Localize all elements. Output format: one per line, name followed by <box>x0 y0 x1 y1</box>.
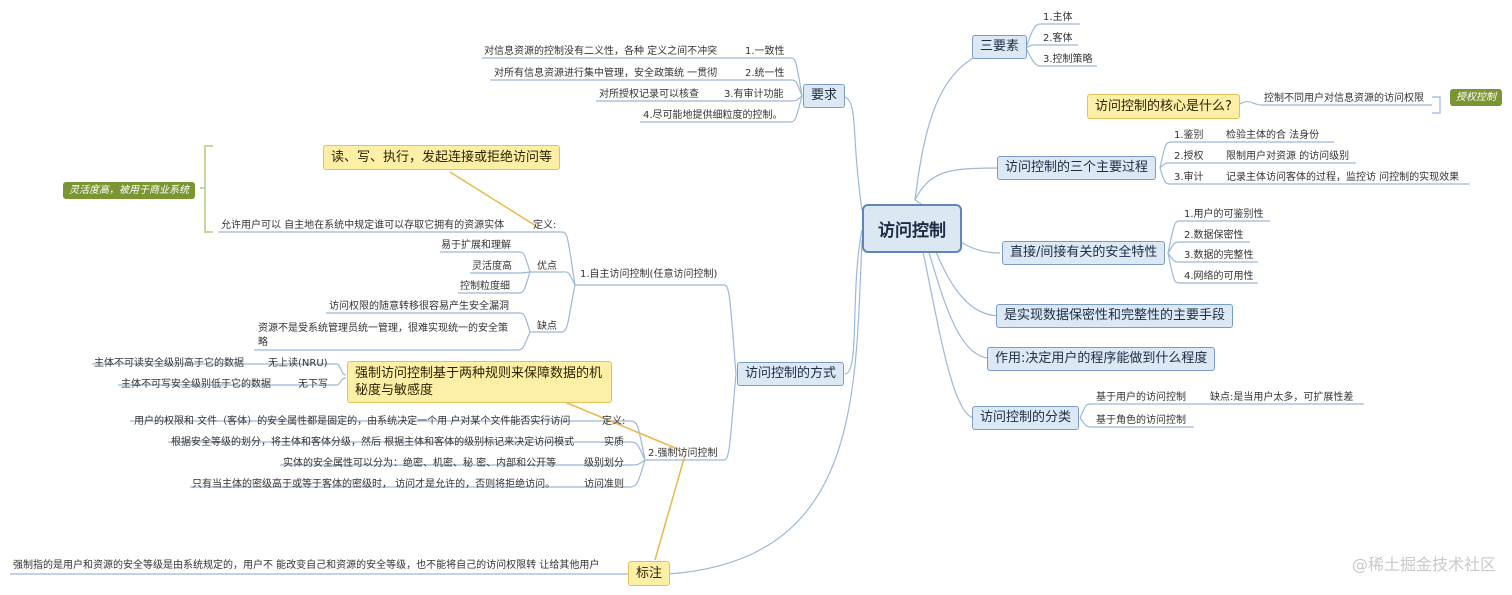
elements-topic[interactable]: 三要素 <box>972 35 1028 59</box>
mac-topic[interactable]: 2.强制访问控制 <box>648 448 718 459</box>
dac-advantage[interactable]: 灵活度高 <box>472 261 512 272</box>
dac-disadvantage[interactable]: 资源不是受系统管理员统一管理，很难实现统一的安全策 <box>258 323 508 334</box>
dac-advantage[interactable]: 易于扩展和理解 <box>441 240 511 251</box>
core-question-note[interactable]: 访问控制的核心是什么? <box>1087 94 1240 119</box>
mac-item-desc[interactable]: 实体的安全属性可以分为：绝密、机密、秘 密、内部和公开等 <box>283 458 557 469</box>
dac-topic[interactable]: 1.自主访问控制(任意访问控制) <box>580 269 718 280</box>
mac-rule-name[interactable]: 无下写 <box>298 379 328 390</box>
dac-disadvantage-cont: 略 <box>258 337 268 348</box>
dac-disadvantages-label[interactable]: 缺点 <box>537 321 557 332</box>
process-step-name[interactable]: 3.审计 <box>1174 172 1204 183</box>
mac-rule-desc[interactable]: 主体不可读安全级别高于它的数据 <box>94 358 244 369</box>
mac-item-desc[interactable]: 根据安全等级的划分，将主体和客体分级，然后 根据主体和客体的级别标记来决定访问模… <box>171 437 575 448</box>
means-topic[interactable]: 是实现数据保密性和完整性的主要手段 <box>996 304 1234 328</box>
mac-rule-desc[interactable]: 主体不可写安全级别低于它的数据 <box>121 379 271 390</box>
req-desc[interactable]: 对所有信息资源进行集中管理，安全政策统 一贯彻 <box>494 68 718 79</box>
req-name[interactable]: 3.有审计功能 <box>724 89 784 100</box>
mac-rule-name[interactable]: 无上读(NRU) <box>268 358 328 369</box>
element-item[interactable]: 1.主体 <box>1043 12 1073 23</box>
core-answer[interactable]: 控制不同用户对信息资源的访问权限 <box>1264 93 1424 104</box>
mac-item-name[interactable]: 定义: <box>602 416 626 427</box>
security-topic[interactable]: 直接/间接有关的安全特性 <box>1002 241 1166 265</box>
methods-topic[interactable]: 访问控制的方式 <box>737 362 845 386</box>
req-name[interactable]: 4.尽可能地提供细粒度的控制。 <box>643 110 783 121</box>
mac-item-desc[interactable]: 用户的权限和 文件（客体）的安全属性都是固定的，由系统决定一个用 户对某个文件能… <box>134 416 571 427</box>
requirements-topic[interactable]: 要求 <box>803 84 846 108</box>
mac-item-name[interactable]: 访问准则 <box>584 479 624 490</box>
role-topic[interactable]: 作用:决定用户的程序能做到什么程度 <box>987 347 1216 371</box>
req-desc[interactable]: 对信息资源的控制没有二义性，各种 定义之间不冲突 <box>484 46 718 57</box>
process-step-desc[interactable]: 限制用户对资源 的访问级别 <box>1226 151 1350 162</box>
process-topic[interactable]: 访问控制的三个主要过程 <box>997 156 1157 180</box>
security-item[interactable]: 4.网络的可用性 <box>1184 271 1254 282</box>
watermark: @稀土掘金技术社区 <box>1351 555 1496 574</box>
element-item[interactable]: 2.客体 <box>1043 33 1073 44</box>
security-item[interactable]: 3.数据的完整性 <box>1184 250 1254 261</box>
dac-permissions-note[interactable]: 读、写、执行，发起连接或拒绝访问等 <box>323 145 561 170</box>
remark-topic[interactable]: 标注 <box>628 561 671 586</box>
authorization-tag: 授权控制 <box>1450 89 1502 106</box>
dac-definition[interactable]: 允许用户可以 自主地在系统中规定谁可以存取它拥有的资源实体 <box>221 220 505 231</box>
process-step-name[interactable]: 2.授权 <box>1174 151 1204 162</box>
mac-item-desc[interactable]: 只有当主体的密级高于或等于客体的密级时， 访问才是允许的，否则将拒绝访问。 <box>192 479 556 490</box>
dac-advantages-label[interactable]: 优点 <box>537 261 557 272</box>
dac-advantage[interactable]: 控制粒度细 <box>460 281 510 292</box>
root-topic[interactable]: 访问控制 <box>862 204 962 253</box>
remark-text[interactable]: 强制指的是用户和资源的安全等级是由系统规定的，用户不 能改变自己和资源的安全等级… <box>13 560 600 571</box>
mac-item-name[interactable]: 级别划分 <box>584 458 624 469</box>
dac-definition-label[interactable]: 定义: <box>533 220 557 231</box>
element-item[interactable]: 3.控制策略 <box>1043 54 1093 65</box>
req-desc[interactable]: 对所授权记录可以核查 <box>599 89 699 100</box>
dac-flexibility-tag: 灵活度高，被用于商业系统 <box>63 182 195 199</box>
process-step-desc[interactable]: 检验主体的合 法身份 <box>1226 130 1320 141</box>
process-step-desc[interactable]: 记录主体访问客体的过程，监控访 问控制的实现效果 <box>1226 172 1460 183</box>
user-based-item[interactable]: 基于用户的访问控制 <box>1096 392 1186 403</box>
dac-disadvantage[interactable]: 访问权限的随意转移很容易产生安全漏洞 <box>329 301 509 312</box>
mac-item-name[interactable]: 实质 <box>604 437 624 448</box>
classify-topic[interactable]: 访问控制的分类 <box>972 406 1080 430</box>
req-name[interactable]: 1.一致性 <box>745 46 785 57</box>
user-based-note[interactable]: 缺点:是当用户太多，可扩展性差 <box>1210 392 1354 403</box>
role-based-item[interactable]: 基于角色的访问控制 <box>1096 415 1186 426</box>
process-step-name[interactable]: 1.鉴别 <box>1174 130 1204 141</box>
mac-rules-note[interactable]: 强制访问控制基于两种规则来保障数据的机 秘度与敏感度 <box>347 361 612 403</box>
req-name[interactable]: 2.统一性 <box>745 68 785 79</box>
security-item[interactable]: 1.用户的可鉴别性 <box>1184 209 1264 220</box>
security-item[interactable]: 2.数据保密性 <box>1184 230 1244 241</box>
